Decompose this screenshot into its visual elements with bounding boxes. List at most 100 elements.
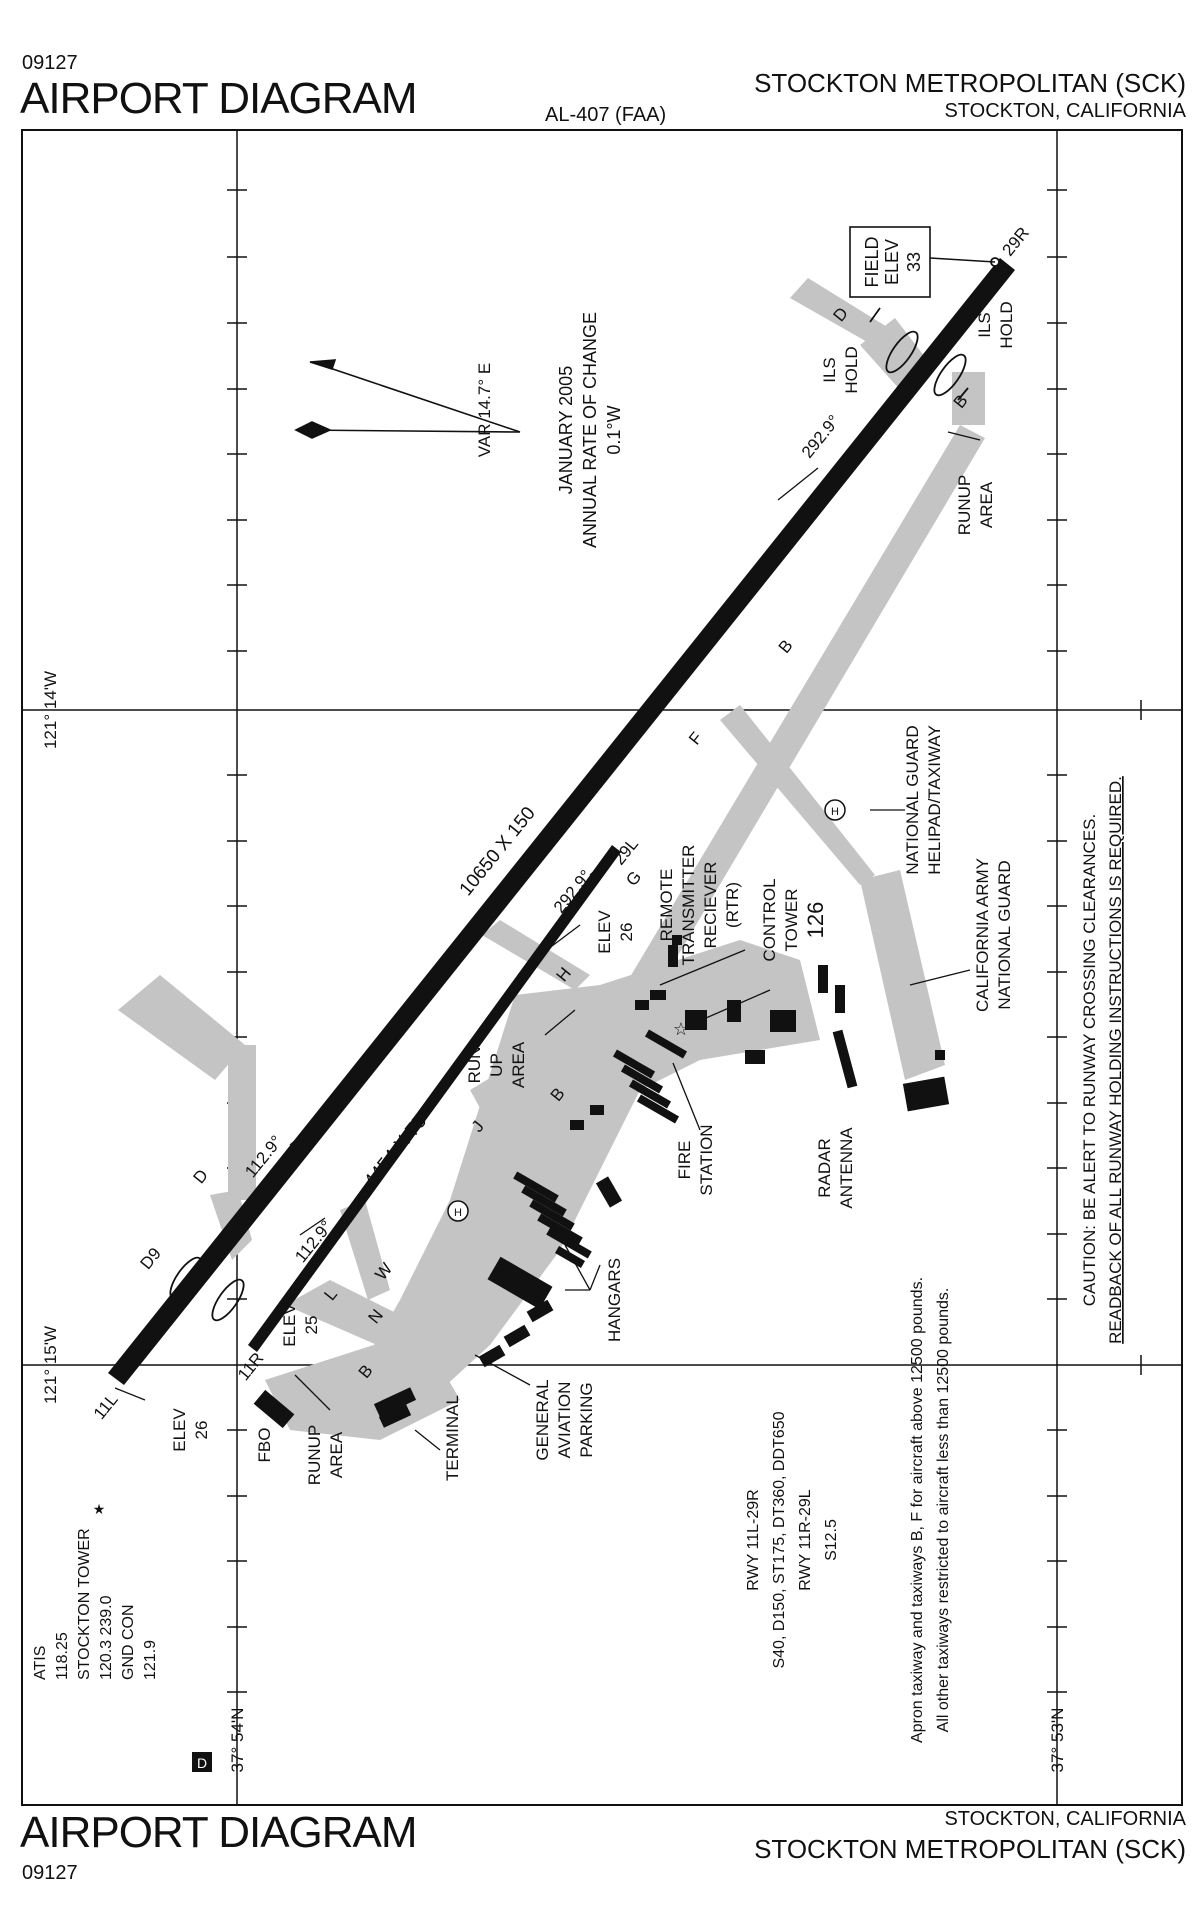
runway-end-29l: 29L (609, 835, 642, 869)
field-elevation-box: FIELD ELEV 33 (849, 226, 996, 298)
map-frame (21, 129, 1183, 1806)
taxiway-b-label: B (775, 636, 797, 657)
ils-hold-east: ILS (975, 312, 994, 338)
runway-11r-29l (248, 845, 621, 1352)
remote-transmitter-label: REMOTE (657, 869, 676, 942)
chart-code-top: 09127 (22, 52, 78, 74)
hangar-group (487, 1171, 592, 1310)
elev-11r: 25 (302, 1316, 321, 1335)
caution-line-1: CAUTION: BE ALERT TO RUNWAY CROSSING CLE… (1080, 814, 1099, 1307)
magnetic-north-arrow (294, 421, 332, 439)
mag-variation-label: VAR 14.7° E (475, 363, 494, 457)
leader-lines (114, 431, 981, 1451)
magnetic-variation (294, 359, 521, 439)
apron-note-line-1: Apron taxiway and taxiways B, F for airc… (909, 1277, 926, 1743)
lon-label-lower: 121° 15'W (41, 1326, 60, 1404)
control-tower-star-icon: ☆ (673, 1019, 689, 1039)
apron-northwest (118, 975, 245, 1080)
ga-parking-label: GENERAL (533, 1379, 552, 1460)
runways (108, 258, 1015, 1385)
national-guard-building (902, 1076, 950, 1112)
elev-29l: 26 (617, 923, 636, 942)
svg-text:AREA: AREA (327, 1431, 346, 1478)
chart-id: AL-407 (FAA) (545, 104, 667, 126)
svg-text:PARKING: PARKING (577, 1382, 596, 1457)
army-national-guard-label: CALIFORNIA ARMY (973, 858, 992, 1012)
strength-values-11l: S40, D150, ST175, DT360, DDT650 (771, 1411, 788, 1668)
control-tower-label: CONTROL (760, 878, 779, 961)
comm-atis-freq: 118.25 (54, 1632, 71, 1680)
svg-text:AREA: AREA (509, 1041, 528, 1088)
svg-text:HELIPAD/TAXIWAY: HELIPAD/TAXIWAY (925, 725, 944, 875)
chart-title-top: AIRPORT DIAGRAM (20, 74, 418, 123)
svg-text:UP: UP (487, 1053, 506, 1077)
airport-name-top: STOCKTON METROPOLITAN (SCK) (754, 68, 1186, 98)
svg-text:FIELD: FIELD (862, 236, 882, 287)
ga-parking-building (478, 1344, 506, 1368)
terminal-building (373, 1387, 417, 1417)
taxiway-f-label: F (685, 729, 706, 749)
comm-ground-label: GND CON (120, 1604, 137, 1680)
runway-11l-29r (108, 258, 1015, 1385)
runup-area-east-label: RUNUP (955, 475, 974, 535)
svg-text:TRANSMITTER: TRANSMITTER (679, 845, 698, 966)
mag-rate-value: 0.1°W (604, 405, 624, 454)
heliport-symbols: H H (447, 799, 846, 1222)
heliport-icon (447, 1200, 469, 1222)
taxiway-d9-label: D9 (137, 1244, 165, 1273)
heading-292-main: 292.9° (798, 411, 844, 461)
ng-heliport-icon (824, 799, 846, 821)
svg-text:RECIEVER: RECIEVER (701, 862, 720, 949)
lat-label-left: 37° 54'N (228, 1708, 247, 1773)
svg-text:ELEV: ELEV (170, 1408, 189, 1452)
radar-antenna-label: RADAR (815, 1138, 834, 1198)
runway-end-29r: 29R (999, 223, 1033, 259)
departure-badge-text: D (197, 1755, 207, 1771)
mag-date: JANUARY 2005 (556, 366, 576, 494)
svg-text:H: H (831, 806, 839, 818)
city-state-top: STOCKTON, CALIFORNIA (944, 100, 1186, 122)
comm-ground-freq: 121.9 (142, 1640, 159, 1680)
svg-text:ELEV: ELEV (280, 1303, 299, 1347)
strength-values-11r: S12.5 (823, 1519, 840, 1561)
svg-text:HOLD: HOLD (842, 346, 861, 393)
runway-short-dimensions: 4454 X 75 (360, 1111, 431, 1192)
comm-tower-label: STOCKTON TOWER (76, 1528, 93, 1680)
apron-note-line-2: All other taxiways restricted to aircraf… (935, 1288, 952, 1733)
rtr-building (668, 945, 678, 967)
svg-text:(RTR): (RTR) (723, 882, 742, 928)
lon-label-upper: 121° 14'W (41, 671, 60, 749)
ils-hold-west: ILS (820, 357, 839, 383)
svg-text:STATION: STATION (697, 1124, 716, 1195)
runway-end-11r: 11R (234, 1349, 268, 1384)
svg-text:NATIONAL GUARD: NATIONAL GUARD (995, 860, 1014, 1009)
runway-end-11l: 11L (90, 1390, 122, 1423)
comm-tower-freq: 120.3 239.0 (98, 1595, 115, 1680)
runup-area-west-label: RUNUP (305, 1425, 324, 1485)
hangars-label: HANGARS (605, 1258, 624, 1342)
runup-area-east (952, 372, 985, 425)
svg-text:TOWER: TOWER (782, 889, 801, 952)
ils-hold-symbol-2 (933, 353, 967, 397)
elev-11l: 26 (192, 1421, 211, 1440)
chart-code-bottom: 09127 (22, 1862, 78, 1884)
fbo-label: FBO (255, 1428, 274, 1463)
svg-text:ANTENNA: ANTENNA (837, 1127, 856, 1209)
strength-rwy-11r: RWY 11R-29L (797, 1489, 814, 1590)
main-apron (340, 940, 820, 1420)
svg-text:AVIATION: AVIATION (555, 1382, 574, 1459)
radar-antenna (832, 1029, 858, 1089)
fire-station-label: FIRE (675, 1141, 694, 1180)
tower-star-icon: ★ (93, 1501, 106, 1517)
run-up-area-label: RUN (465, 1047, 484, 1084)
strength-rwy-11l: RWY 11L-29R (745, 1489, 762, 1590)
svg-text:33: 33 (904, 252, 924, 272)
svg-text:AREA: AREA (977, 481, 996, 528)
ils-hold-symbol-1 (885, 330, 919, 374)
mag-rate-label: ANNUAL RATE OF CHANGE (580, 312, 600, 548)
buildings (253, 935, 950, 1429)
caution-line-2: READBACK OF ALL RUNWAY HOLDING INSTRUCTI… (1106, 776, 1125, 1344)
lat-label-right: 37° 53'N (1048, 1708, 1067, 1773)
terminal-label: TERMINAL (443, 1395, 462, 1481)
